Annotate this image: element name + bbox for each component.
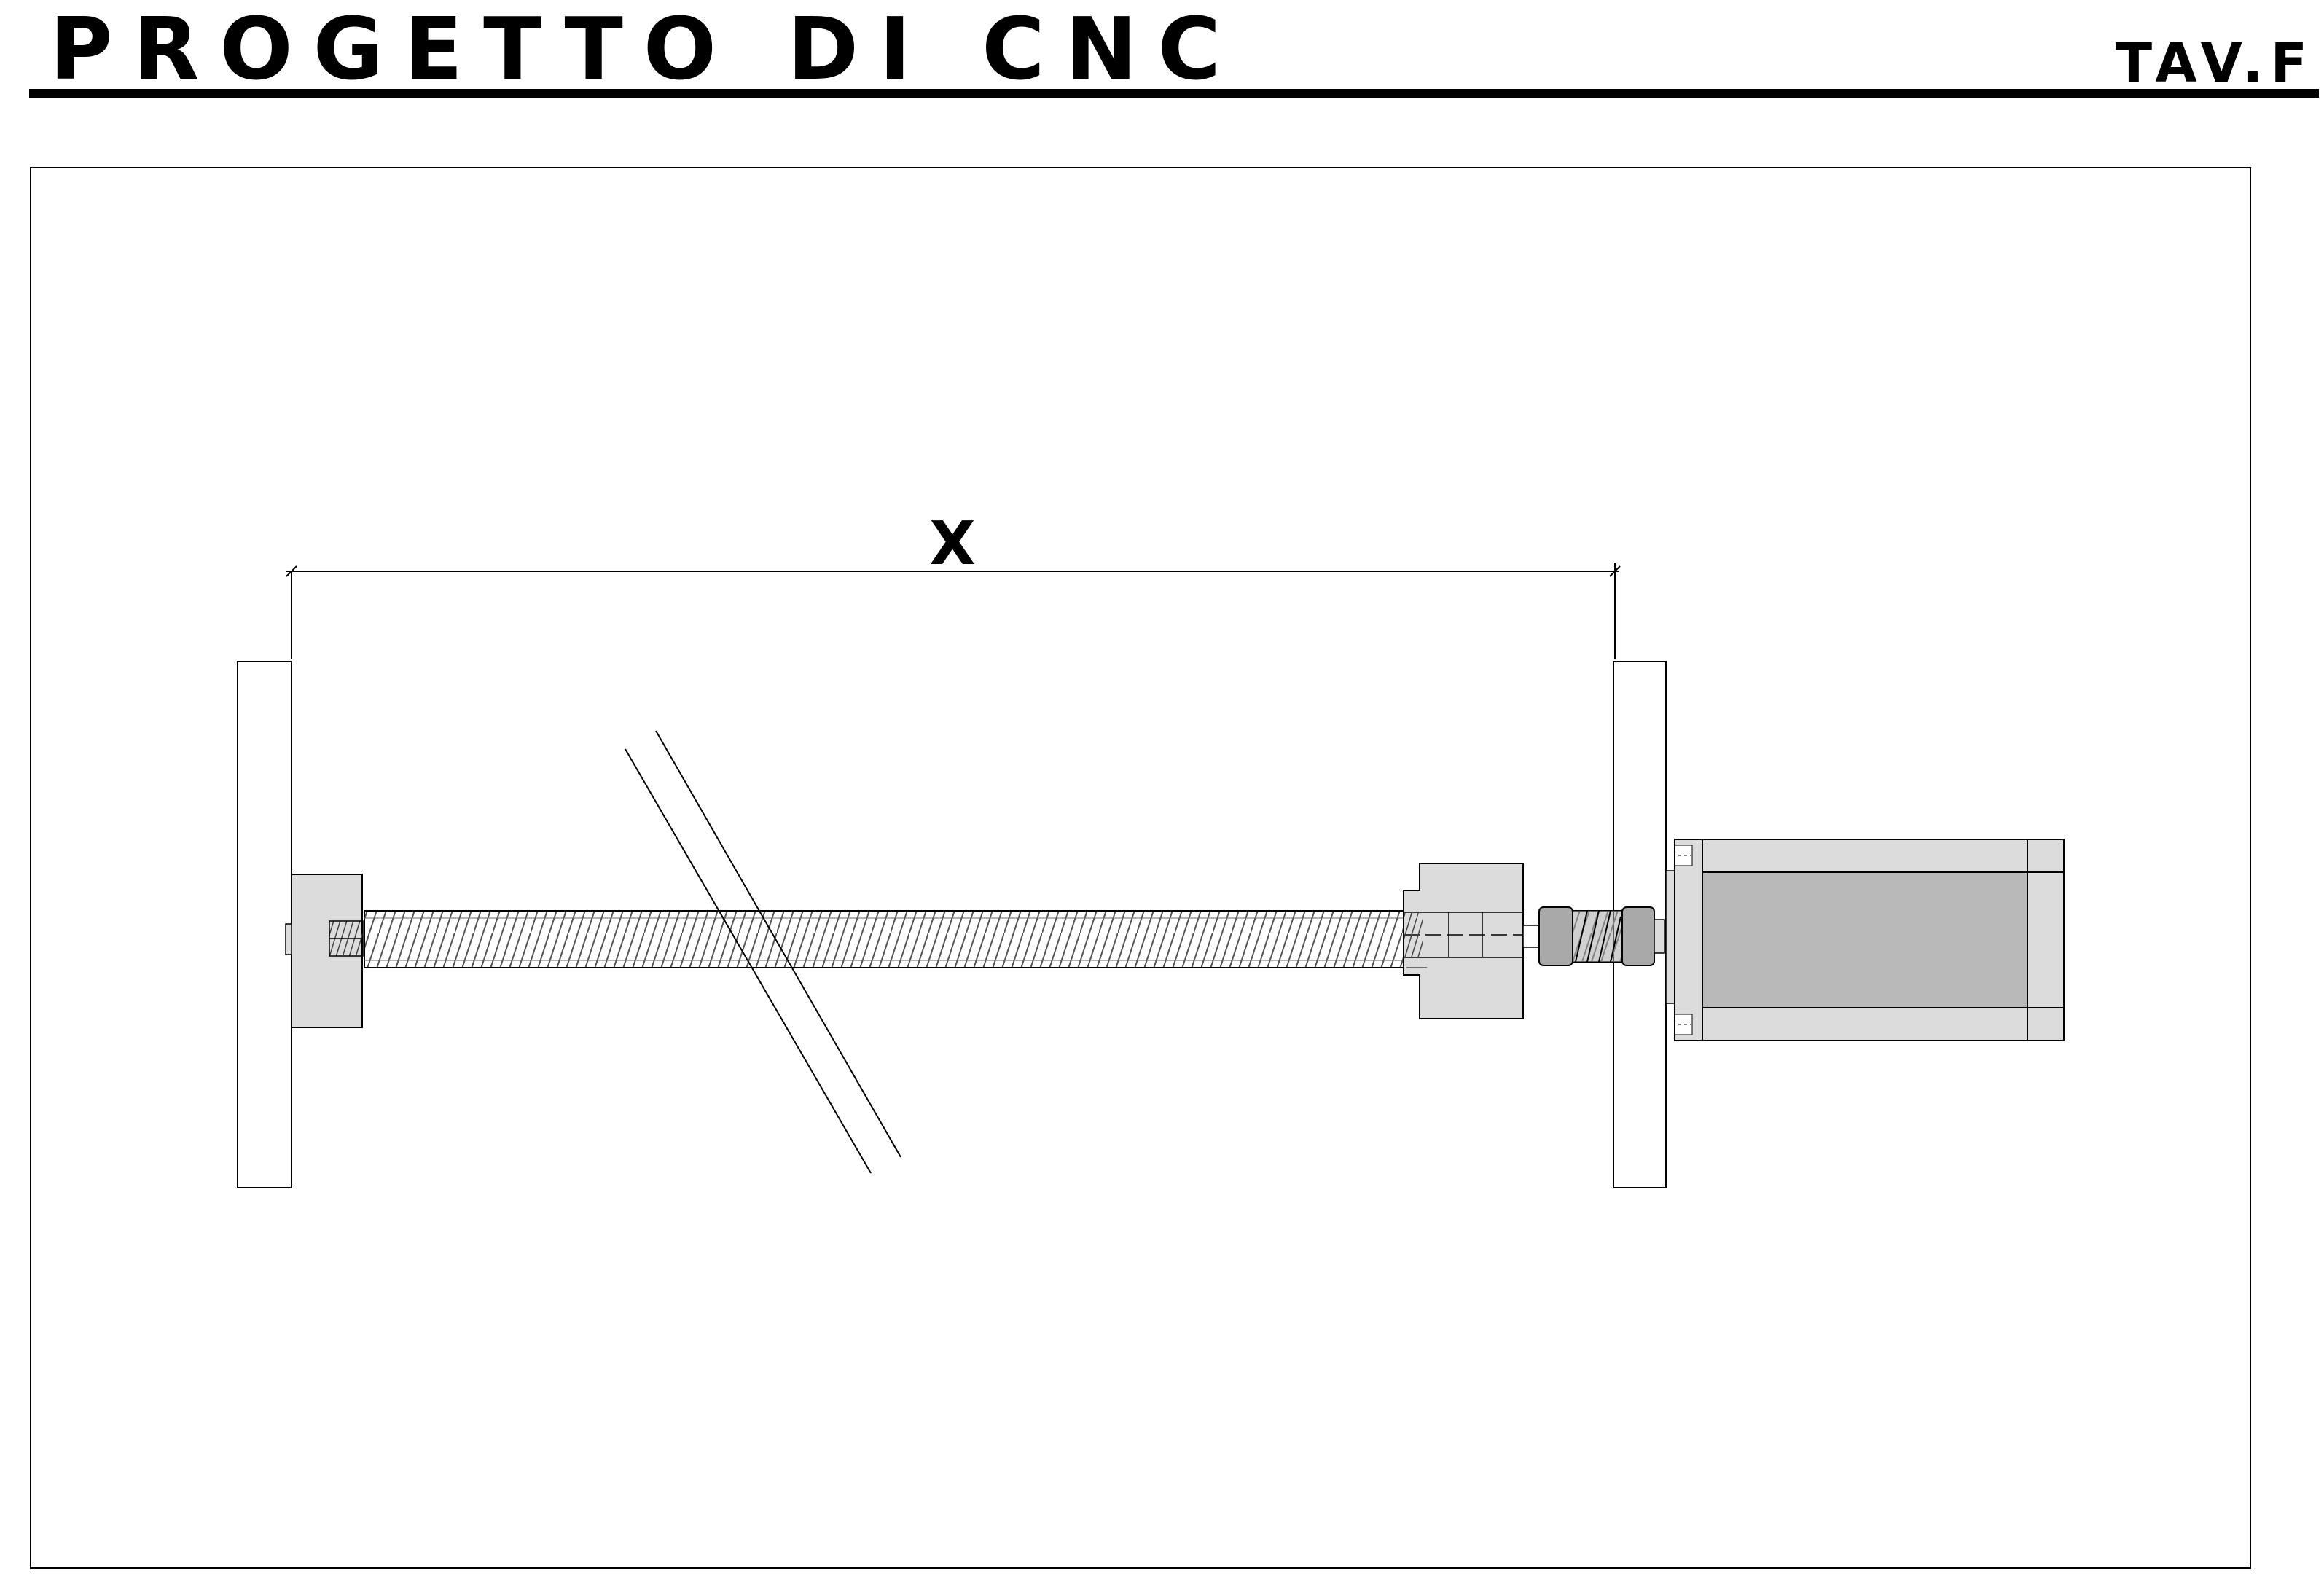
motor-front-plate [1674, 839, 1703, 1041]
motor-rear-cap [2027, 839, 2065, 1041]
motor-side-shaft [1522, 925, 1540, 948]
motor-core [1702, 871, 2028, 1008]
dimension-x: X [286, 509, 1621, 659]
left-bearing-block [285, 874, 364, 1028]
dimension-label: X [929, 509, 975, 579]
flexible-coupling [1538, 906, 1665, 966]
drawing-frame [30, 167, 2251, 1569]
break-lines [625, 730, 901, 1174]
title-underline [29, 89, 2319, 98]
left-shaft-stub [285, 923, 292, 955]
sheet-code: TAV.F [2116, 32, 2315, 95]
nut-block [1403, 863, 1527, 1019]
lead-screw [364, 910, 1415, 968]
dimension-tick-right [1609, 565, 1621, 577]
dimension-tick-left [286, 565, 297, 577]
drawing-title: PROGETTO DI CNC [50, 0, 1241, 99]
stepper-motor [1665, 839, 2065, 1041]
motor-flange [1665, 870, 1675, 1004]
title-block: PROGETTO DI CNC TAV.F [29, 0, 2319, 99]
left-support-plate [237, 661, 292, 1188]
